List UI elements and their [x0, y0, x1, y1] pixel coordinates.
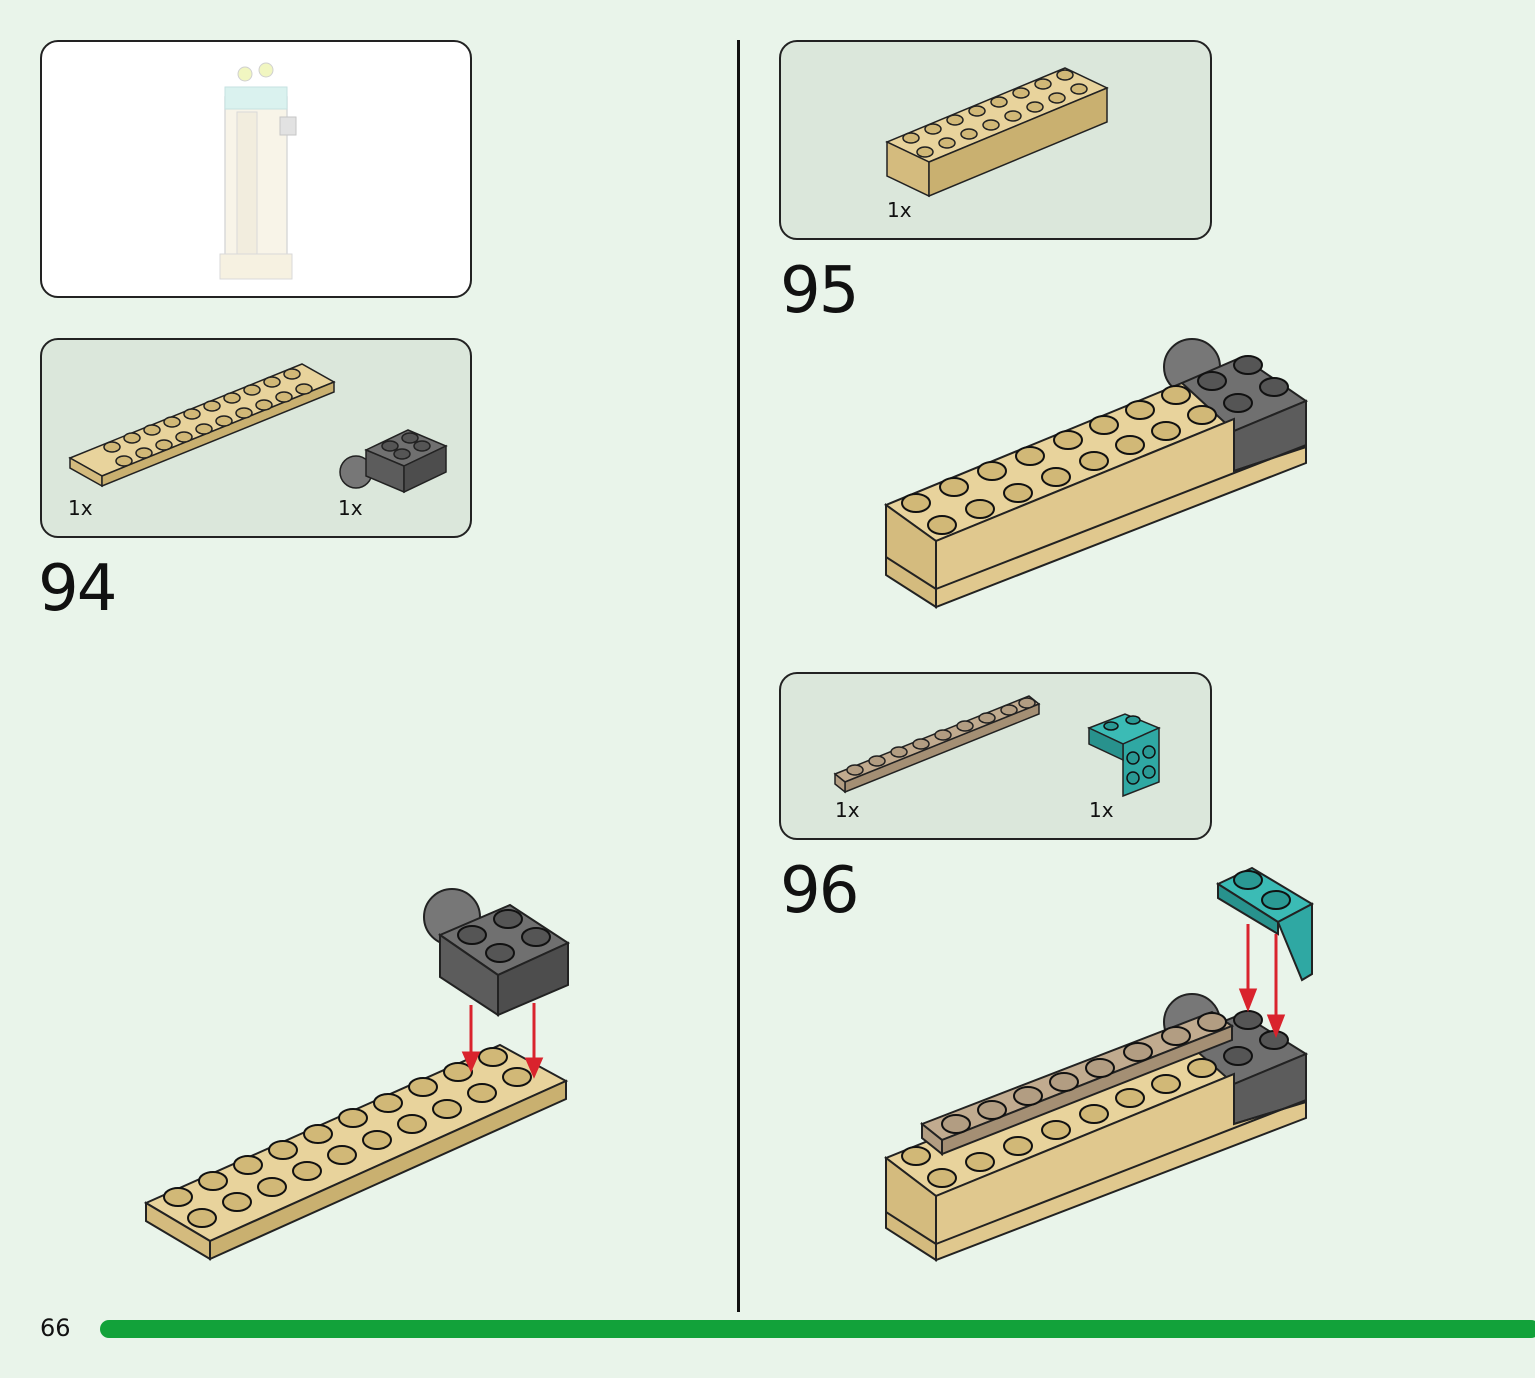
- dark-tan-1x10-plate-part: [833, 695, 1041, 794]
- step-94-assembly-illustration: [143, 888, 571, 1261]
- step-96-part-2-qty: 1x: [1089, 798, 1114, 822]
- step-96-parts-panel: 1x 1x: [779, 672, 1212, 840]
- step-95-parts-panel: 1x: [779, 40, 1212, 240]
- grey-2x2-brick-with-ball-part: [339, 429, 448, 494]
- step-96-number: 96: [780, 854, 859, 928]
- tan-2x12-plate-part: [68, 363, 336, 488]
- overview-model-illustration: [219, 62, 297, 280]
- step-96-assembly-illustration: [883, 866, 1315, 1262]
- step-94-parts-panel: 1x 1x: [40, 338, 472, 538]
- teal-1x2-bracket-part: [1087, 713, 1161, 798]
- step-95-part-1-qty: 1x: [887, 198, 912, 222]
- step-96-part-1-qty: 1x: [835, 798, 860, 822]
- step-94-part-2-qty: 1x: [338, 496, 363, 520]
- progress-bar: [100, 1320, 1535, 1338]
- step-94-number: 94: [38, 552, 117, 626]
- overview-panel: [40, 40, 472, 298]
- step-94-part-1-qty: 1x: [68, 496, 93, 520]
- page-number: 66: [40, 1314, 71, 1342]
- step-95-number: 95: [780, 254, 859, 328]
- tan-2x8-brick-part: [885, 67, 1109, 198]
- page-divider: [737, 40, 740, 1312]
- step-95-assembly-illustration: [883, 338, 1309, 609]
